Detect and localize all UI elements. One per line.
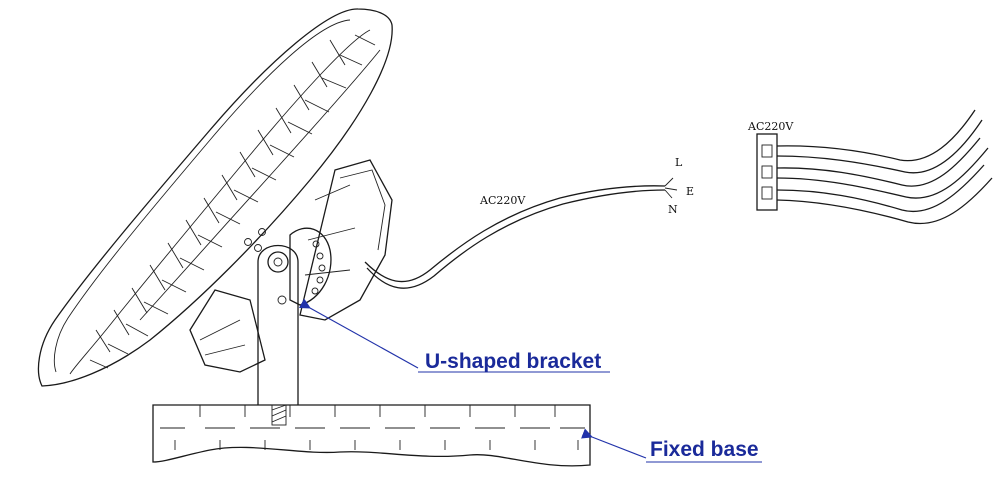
connector-voltage-label: AC220V (747, 120, 794, 133)
base-callout (580, 428, 762, 463)
power-cable (364, 177, 678, 289)
fixed-base (152, 404, 591, 467)
neutral-terminal-label: N (668, 203, 678, 216)
lamp-reflector (37, 8, 393, 387)
base-callout-label: Fixed base (650, 438, 759, 461)
earth-terminal-label: E (686, 185, 694, 198)
bracket-callout (298, 298, 610, 373)
bracket-callout-label: U-shaped bracket (425, 350, 601, 373)
driver-housing (189, 159, 393, 373)
connector-wires (776, 109, 993, 225)
live-terminal-label: L (675, 156, 683, 169)
terminal-block (756, 133, 778, 211)
u-shaped-bracket (257, 244, 299, 405)
cable-voltage-label: AC220V (479, 194, 526, 207)
